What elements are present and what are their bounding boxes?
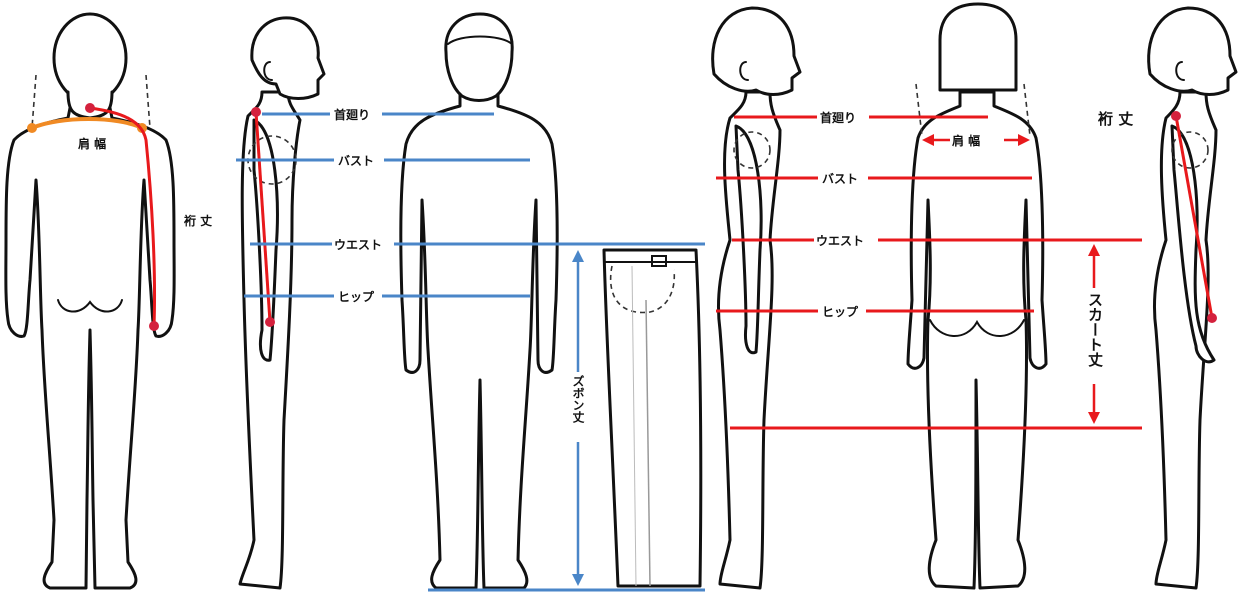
female-right-arm bbox=[1170, 124, 1216, 364]
male-back-shoulder-guide-left bbox=[31, 74, 37, 129]
trousers-figure bbox=[602, 248, 703, 588]
female-right-armhole-guide bbox=[1171, 131, 1209, 169]
female-side-hair bbox=[711, 6, 802, 96]
male-measurement-lines: 首廻り バスト ウエスト ヒップ bbox=[236, 105, 705, 592]
female-sleeve-length-label: 裄 丈 bbox=[1097, 110, 1133, 128]
female-shoulder-width-label: 肩 幅 bbox=[952, 133, 980, 148]
male-waist-label: ウエスト bbox=[334, 238, 382, 252]
male-front-head bbox=[444, 12, 514, 102]
male-side-sleeve-point-top bbox=[251, 107, 261, 117]
female-back-shoulder-guide-left bbox=[915, 83, 923, 137]
male-back-buttocks bbox=[57, 299, 123, 313]
hip-label-bg bbox=[334, 287, 382, 305]
male-shoulder-width-line bbox=[31, 117, 143, 130]
skirt-length-arrow: スカート丈 bbox=[1084, 244, 1106, 424]
male-shoulder-width-label: 肩 幅 bbox=[78, 136, 106, 151]
trousers-belt-loop bbox=[651, 255, 667, 267]
male-sleeve-point-top bbox=[85, 103, 95, 113]
male-side-sleeve-line bbox=[254, 111, 272, 323]
male-neck-label: 首廻り bbox=[334, 107, 370, 122]
female-right-body bbox=[1153, 90, 1218, 590]
female-side-figure bbox=[711, 6, 802, 590]
male-hip-label: ヒップ bbox=[338, 289, 375, 304]
male-shoulder-point-left bbox=[27, 123, 37, 133]
male-front-hairline bbox=[447, 35, 513, 45]
bust-label-bg bbox=[334, 151, 384, 169]
female-back-figure: 肩 幅 bbox=[906, 2, 1048, 590]
trousers-outline bbox=[602, 248, 703, 588]
female-back-buttocks bbox=[929, 319, 1025, 337]
male-back-head bbox=[52, 12, 128, 104]
female-right-ear bbox=[1175, 61, 1185, 81]
male-side-figure bbox=[238, 16, 326, 590]
male-front-figure bbox=[399, 12, 559, 590]
trouser-length-arrow: ズボン丈 bbox=[568, 250, 588, 586]
trousers-crease bbox=[645, 299, 651, 587]
female-sleeve-point-bottom bbox=[1207, 313, 1217, 323]
female-side-armhole-guide bbox=[733, 131, 771, 169]
male-sleeve-point-bottom bbox=[149, 321, 159, 331]
female-bust-label: バスト bbox=[822, 172, 858, 186]
female-back-body bbox=[906, 90, 1048, 590]
male-front-body bbox=[399, 90, 559, 590]
female-waist-label: ウエスト bbox=[816, 234, 864, 248]
male-side-head bbox=[250, 16, 326, 100]
skirt-length-label: スカート丈 bbox=[1086, 292, 1104, 368]
male-sleeve-length-line bbox=[89, 106, 157, 327]
trousers-seam bbox=[631, 265, 637, 587]
trouser-length-label: ズボン丈 bbox=[571, 374, 585, 424]
female-side-figure-right: 裄 丈 bbox=[1097, 6, 1238, 590]
male-sleeve-length-label: 裄 丈 bbox=[183, 213, 212, 228]
male-side-sleeve-point-bottom bbox=[265, 317, 275, 327]
female-side-ear bbox=[739, 61, 749, 81]
female-neck-label: 首廻り bbox=[820, 110, 856, 125]
female-hip-label: ヒップ bbox=[822, 304, 859, 319]
neck-label-bg bbox=[330, 105, 382, 123]
female-sleeve-point-top bbox=[1171, 111, 1181, 121]
female-measurement-lines: 首廻り バスト ウエスト ヒップ bbox=[716, 108, 1142, 430]
waist-label-bg bbox=[332, 235, 394, 253]
trousers-pocket-guide bbox=[609, 265, 676, 314]
female-right-hair bbox=[1147, 6, 1238, 96]
female-back-hair bbox=[938, 2, 1018, 92]
female-sleeve-length-line bbox=[1174, 115, 1214, 319]
male-back-body bbox=[4, 106, 176, 590]
male-back-shoulder-guide-right bbox=[145, 74, 151, 129]
male-back-figure: 肩 幅 裄 丈 bbox=[4, 12, 212, 590]
male-bust-label: バスト bbox=[338, 154, 374, 168]
male-side-ear bbox=[263, 61, 273, 81]
